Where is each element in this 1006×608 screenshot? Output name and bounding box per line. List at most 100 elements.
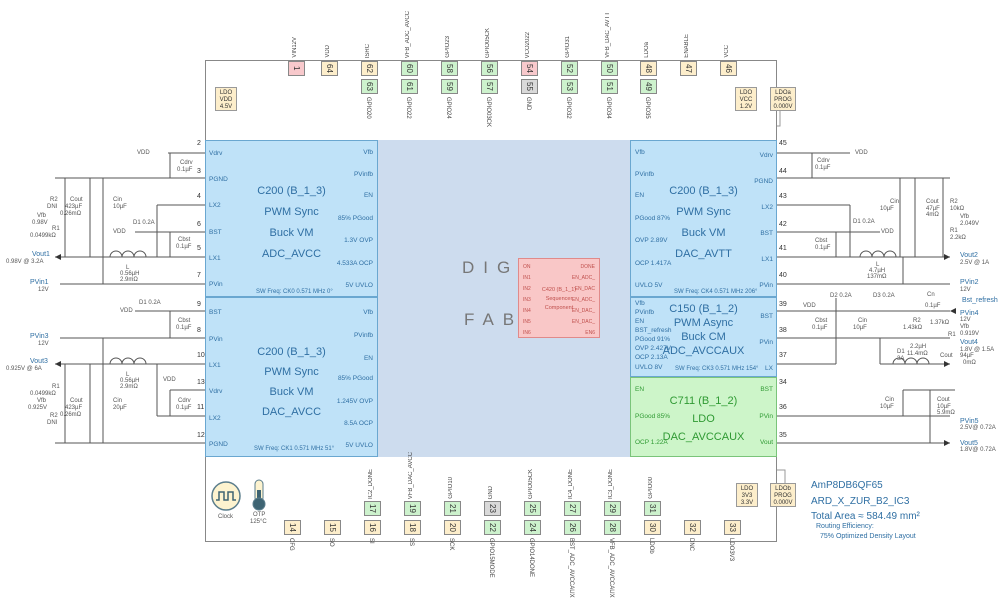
pin-label: Vdrv	[759, 152, 773, 159]
thermometer-icon[interactable]	[250, 478, 268, 512]
block-c711-dac-avccaux[interactable]: C711 (B_1_2) LDO DAC_AVCCAUX EN PGood 85…	[630, 377, 777, 457]
vdd-label: VDD	[163, 377, 176, 383]
pin-57[interactable]: 57	[481, 79, 498, 94]
pin-29[interactable]: 29	[604, 501, 621, 516]
pin-label-53: GPIO32	[565, 97, 571, 119]
pin-51[interactable]: 51	[601, 79, 618, 94]
pin-label: Vdrv	[209, 150, 223, 157]
inductor-value: 0.56µH	[120, 271, 140, 277]
pin-label: LX1	[209, 362, 221, 369]
pin-20[interactable]: 20	[444, 520, 461, 535]
pin-28[interactable]: 28	[604, 520, 621, 535]
pin-61[interactable]: 61	[401, 79, 418, 94]
pin-16[interactable]: 16	[364, 520, 381, 535]
pin-label: LX2	[209, 202, 221, 209]
seq-input: IN3	[523, 297, 531, 303]
side-pin-number: 44	[779, 168, 787, 175]
pin-48[interactable]: 48	[640, 61, 657, 76]
pin-19[interactable]: 19	[404, 501, 421, 516]
pin-label: LX2	[209, 415, 221, 422]
pin-label: BST_refresh	[635, 327, 672, 334]
inductor-esr: 11.4mΩ	[907, 351, 928, 357]
pin-59[interactable]: 59	[441, 79, 458, 94]
ldo-line: VDD	[219, 97, 233, 103]
pin-label: LX	[765, 365, 773, 372]
ldo-line: 3V3	[741, 493, 753, 499]
seq-input: IN2	[523, 286, 531, 292]
pin-58[interactable]: 58	[441, 61, 458, 76]
pin-56[interactable]: 56	[481, 61, 498, 76]
pin-21[interactable]: 21	[444, 501, 461, 516]
sequencer-component[interactable]: C420 (B_1_1) Sequencer Component ON IN1 …	[518, 258, 600, 338]
r1-label: R1	[52, 226, 60, 232]
r2-label: R2	[50, 197, 58, 203]
block-type: Buck VM	[269, 386, 314, 398]
pin-label: EN	[635, 386, 645, 393]
pin-18[interactable]: 18	[404, 520, 421, 535]
pin-24[interactable]: 24	[524, 520, 541, 535]
pin-17[interactable]: 17	[364, 501, 381, 516]
pvin4-value: 12V	[960, 317, 971, 323]
block-c200-dac-avtt[interactable]: C200 (B_1_3) PWM Sync Buck VM DAC_AVTT V…	[630, 140, 777, 297]
pin-50[interactable]: 50	[601, 61, 618, 76]
r1-value: 1.37kΩ	[930, 320, 950, 326]
pin-62[interactable]: 62	[361, 61, 378, 76]
pin-label-46: VCC	[724, 45, 730, 58]
cout-value: 423µF	[65, 204, 83, 210]
block-c150-adc-avccaux[interactable]: C150 (B_1_2) PWM Async Buck CM ADC_AVCCA…	[630, 297, 777, 377]
cin-label: Cin	[885, 397, 895, 403]
side-pin-number: 36	[779, 404, 787, 411]
pin-63[interactable]: 63	[361, 79, 378, 94]
pin-54[interactable]: 54	[521, 61, 538, 76]
pin-label-27: IC4_DONE	[568, 468, 574, 499]
pin-label-51: GPIO34	[605, 97, 611, 119]
pin-55[interactable]: 55	[521, 79, 538, 94]
pin-1[interactable]: 1	[288, 61, 305, 76]
side-pin-number: 12	[197, 432, 205, 439]
pin-22[interactable]: 22	[484, 520, 501, 535]
pin-label-61: GPIO22	[405, 97, 411, 119]
pin-64[interactable]: 64	[321, 61, 338, 76]
pin-46[interactable]: 46	[720, 61, 737, 76]
pin-31[interactable]: 31	[644, 501, 661, 516]
vout2-label: Vout2	[960, 252, 978, 259]
pin-53[interactable]: 53	[561, 79, 578, 94]
pin-label: PVin	[209, 281, 223, 288]
pin-30[interactable]: 30	[644, 520, 661, 535]
side-pin-number: 40	[779, 272, 787, 279]
vout5-label: Vout5	[960, 440, 978, 447]
cin-label: Cin	[858, 318, 868, 324]
pin-52[interactable]: 52	[561, 61, 578, 76]
vdd-label: VDD	[803, 303, 816, 309]
pin-label: PGood 87%	[635, 215, 671, 222]
clock-icon[interactable]	[210, 480, 242, 512]
pin-49[interactable]: 49	[640, 79, 657, 94]
cin-label: Cin	[113, 197, 123, 203]
pin-27[interactable]: 27	[564, 501, 581, 516]
ldo-line: LDO	[739, 90, 753, 96]
seq-output: EN_DAC_	[571, 319, 595, 325]
block-c200-adc-avcc[interactable]: C200 (B_1_3) PWM Sync Buck VM ADC_AVCC V…	[205, 140, 378, 297]
pin-14[interactable]: 14	[284, 520, 301, 535]
pin-25[interactable]: 25	[524, 501, 541, 516]
inductor-esr: 137mΩ	[867, 274, 887, 280]
cin-label: Cin	[113, 398, 123, 404]
block-c200-dac-avcc[interactable]: C200 (B_1_3) PWM Sync Buck VM DAC_AVCC B…	[205, 297, 378, 457]
pin-label-33: LDO3V3	[728, 538, 734, 562]
cout-value: 94µF	[960, 353, 974, 359]
pin-label-17: IC2_DONE	[368, 468, 374, 499]
pin-32[interactable]: 32	[684, 520, 701, 535]
pin-26[interactable]: 26	[564, 520, 581, 535]
pin-47[interactable]: 47	[680, 61, 697, 76]
pin-33[interactable]: 33	[724, 520, 741, 535]
pin-label-58: GPIO23	[445, 36, 451, 58]
pin-15[interactable]: 15	[324, 520, 341, 535]
pin-label: PVin	[759, 282, 773, 289]
pin-60[interactable]: 60	[401, 61, 418, 76]
pin-23[interactable]: 23	[484, 501, 501, 516]
